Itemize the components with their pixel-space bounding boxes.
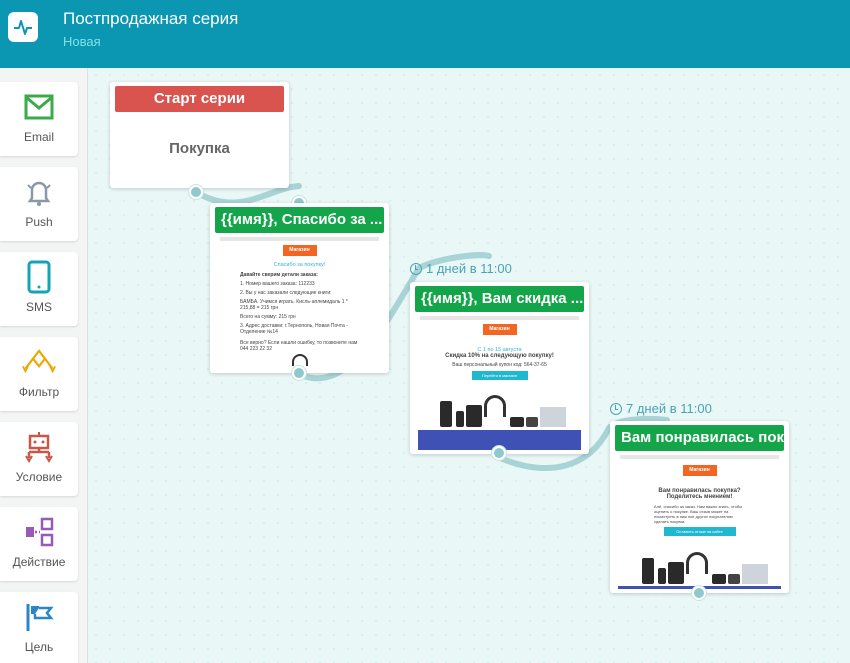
email-node-3[interactable]: Вам понравилась пок... Магазин Вам понра… xyxy=(610,421,789,593)
email-icon xyxy=(22,90,56,124)
connector-lines xyxy=(193,183,670,471)
preview-footer xyxy=(418,430,581,450)
shop-logo: Магазин xyxy=(682,465,717,476)
email2-out-port[interactable] xyxy=(492,446,506,460)
tool-push-label: Push xyxy=(25,215,53,229)
preview-heading: Вам понравилась покупка? Поделитесь мнен… xyxy=(658,488,741,500)
tool-action[interactable]: Действие xyxy=(0,507,78,581)
start-trigger: Покупка xyxy=(169,140,230,157)
preview-bar xyxy=(420,316,579,320)
condition-icon xyxy=(22,430,56,464)
email2-title: {{имя}}, Вам скидка ... xyxy=(415,286,584,312)
tool-action-label: Действие xyxy=(12,555,66,569)
gadgets-image xyxy=(422,383,577,427)
flag-icon xyxy=(22,600,56,634)
preview-heading: Скидка 10% на следующую покупку! xyxy=(445,353,554,359)
tool-email[interactable]: Email xyxy=(0,82,78,156)
tool-condition-label: Условие xyxy=(15,470,63,484)
start-node-title: Старт серии xyxy=(115,86,284,112)
tool-condition[interactable]: Условие xyxy=(0,422,78,496)
preview-bar xyxy=(220,237,379,241)
tool-goal-label: Цель xyxy=(24,640,54,654)
clock-icon xyxy=(610,402,622,415)
preview-line: БАМБА. Учимся играть. Кисль-аплемидаль 1… xyxy=(240,299,348,311)
email1-preview: Магазин Спасибо за покупку! Давайте свер… xyxy=(218,237,381,369)
preview-line: 2. Вы у нас заказали следующие книги: xyxy=(240,290,332,296)
preview-code-line: Ваш персональный купон код: 564-37-65 xyxy=(452,362,547,368)
flow-canvas[interactable]: Старт серии Покупка {{имя}}, Спасибо за … xyxy=(89,68,850,663)
gadgets-image xyxy=(622,544,777,584)
start-out-port[interactable] xyxy=(189,185,203,199)
email1-out-port[interactable] xyxy=(292,366,306,380)
phone-icon xyxy=(22,260,56,294)
preview-line: 3. Адрес доставки: г.Тернополь, Новая По… xyxy=(240,323,348,335)
tool-email-label: Email xyxy=(23,130,54,144)
tool-sms[interactable]: SMS xyxy=(0,252,78,326)
email3-preview: Магазин Вам понравилась покупка? Поделит… xyxy=(618,455,781,589)
email-node-2[interactable]: {{имя}}, Вам скидка ... Магазин С 1 по 1… xyxy=(410,282,589,454)
preview-text: Алё, спасибо за заказ. Нам важно знать, … xyxy=(654,504,743,524)
tool-filter-label: Фильтр xyxy=(18,385,60,399)
preview-shop-button: Перейти в магазин xyxy=(471,371,528,380)
tools-sidebar: Email Push SMS Фильтр Условие Действие xyxy=(0,68,88,663)
tool-goal[interactable]: Цель xyxy=(0,592,78,663)
filter-icon xyxy=(22,345,56,379)
top-bar: Постпродажная серия Новая xyxy=(0,0,850,68)
preview-review-button: Оставить отзыв на сайте xyxy=(663,527,736,536)
email-node-1[interactable]: {{имя}}, Спасибо за ... Магазин Спасибо … xyxy=(210,203,389,373)
start-node[interactable]: Старт серии Покупка xyxy=(110,82,289,188)
tool-sms-label: SMS xyxy=(25,300,52,314)
preview-bar xyxy=(620,455,779,459)
preview-heading: Спасибо за покупку! xyxy=(273,262,326,268)
pulse-logo-icon[interactable] xyxy=(8,12,38,42)
email3-out-port[interactable] xyxy=(692,586,706,600)
email2-delay-text: 1 дней в 11:00 xyxy=(426,261,512,276)
tool-push[interactable]: Push xyxy=(0,167,78,241)
email2-delay[interactable]: 1 дней в 11:00 xyxy=(410,261,512,276)
shop-logo: Магазин xyxy=(282,245,317,256)
clock-icon xyxy=(410,262,422,275)
email1-title: {{имя}}, Спасибо за ... xyxy=(215,207,384,233)
preview-line: Давайте сверим детали заказа: xyxy=(240,272,318,278)
preview-line: Все верно? Если нашли ошибку, то позвони… xyxy=(240,340,358,352)
preview-line: 1. Номер вашего заказа: 112233 xyxy=(240,281,315,287)
bell-icon xyxy=(22,175,56,209)
series-status: Новая xyxy=(63,34,101,49)
series-title[interactable]: Постпродажная серия xyxy=(63,9,239,28)
shop-logo: Магазин xyxy=(482,324,517,335)
email2-preview: Магазин С 1 по 15 августа Скидка 10% на … xyxy=(418,316,581,450)
headphones-icon xyxy=(291,354,308,366)
action-icon xyxy=(22,515,56,549)
preview-date-line: С 1 по 15 августа xyxy=(477,347,522,353)
email3-title: Вам понравилась пок... xyxy=(615,425,784,451)
preview-line: Всего на сумму: 215 грн xyxy=(240,314,296,320)
email3-delay-text: 7 дней в 11:00 xyxy=(626,401,712,416)
tool-filter[interactable]: Фильтр xyxy=(0,337,78,411)
email3-delay[interactable]: 7 дней в 11:00 xyxy=(610,401,712,416)
